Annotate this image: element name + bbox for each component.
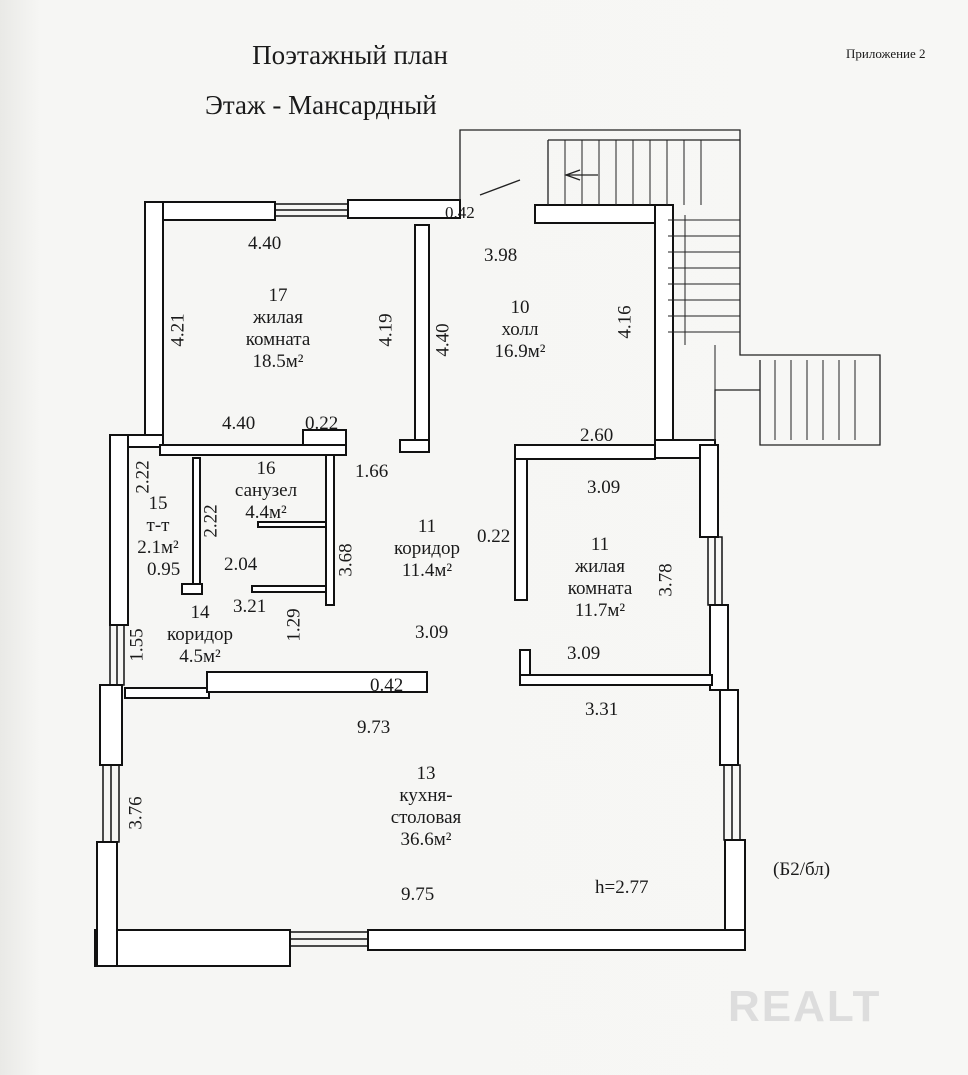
dimension-label: 9.73	[357, 717, 391, 738]
room-area: 16.9м²	[494, 341, 546, 362]
stair-steps	[564, 140, 856, 440]
room-name: кухня-	[399, 785, 453, 806]
room-area: 2.1м²	[137, 537, 179, 558]
room-num: 11	[417, 516, 437, 537]
dimension-label: 9.75	[401, 884, 435, 905]
dimension-label: 3.31	[585, 699, 619, 720]
dimension-label: 3.09	[567, 643, 601, 664]
dimension-label: 0.22	[477, 526, 511, 547]
windows	[102, 203, 741, 947]
room-name: холл	[501, 319, 539, 340]
room-name: жилая	[253, 307, 303, 328]
room-num: 16	[256, 458, 276, 479]
dimension-label: 4.21	[167, 313, 189, 347]
dimension-label: 0.42	[370, 675, 404, 696]
watermark: REALT	[728, 982, 882, 1031]
room-area: 4.5м²	[179, 646, 221, 667]
room-name: комната	[567, 578, 633, 599]
room-num: 13	[416, 763, 436, 784]
room-area: 18.5м²	[252, 351, 304, 372]
room-name: санузел	[234, 480, 298, 501]
dimension-label: 4.16	[614, 305, 636, 339]
dimension-label: 3.21	[233, 596, 267, 617]
dimension-label: 1.29	[283, 608, 305, 642]
room-num: 10	[510, 297, 530, 318]
dimension-label: 2.60	[580, 425, 614, 446]
dimension-label: 2.04	[224, 554, 258, 575]
room-num: 15	[148, 493, 168, 514]
dimension-label: 1.55	[126, 628, 148, 662]
appendix-label: Приложение 2	[846, 46, 926, 61]
dimension-label: 3.78	[655, 563, 677, 597]
dimension-label: 3.76	[125, 796, 147, 830]
dimension-label: 2.22	[132, 460, 154, 494]
dimension-label: 1.66	[355, 461, 389, 482]
dimension-label: 3.09	[587, 477, 621, 498]
walls	[94, 199, 746, 967]
staircase	[459, 129, 881, 446]
dimension-label: 3.09	[415, 622, 449, 643]
plan-title: Поэтажный план	[252, 40, 448, 70]
room-name: коридор	[393, 538, 461, 559]
dimension-label: 3.98	[484, 245, 518, 266]
dimension-label: 4.40	[222, 413, 256, 434]
room-num: 11	[590, 534, 610, 555]
room-name: столовая	[390, 807, 462, 828]
room-num: 17	[268, 285, 288, 306]
room-name: комната	[245, 329, 311, 350]
room-name: т-т	[146, 515, 170, 536]
room-area: 36.6м²	[400, 829, 452, 850]
dimension-label: 4.40	[248, 233, 282, 254]
dimension-label: 0.22	[305, 413, 339, 434]
dimension-label: 3.68	[335, 543, 357, 577]
room-name: жилая	[575, 556, 625, 577]
dimension-label: 2.22	[200, 504, 222, 538]
room-area: 11.4м²	[401, 560, 453, 581]
room-area: 11.7м²	[574, 600, 626, 621]
dimension-label: 4.19	[375, 313, 397, 347]
room-name: коридор	[166, 624, 234, 645]
room-area: 4.4м²	[245, 502, 287, 523]
dimension-label: 0.95	[147, 559, 181, 580]
dimension-label: 4.40	[432, 323, 454, 357]
room-num: 14	[190, 602, 210, 623]
floor-label: Этаж - Мансардный	[205, 90, 437, 120]
dimension-label: 0.42	[445, 203, 475, 222]
plan-code: (Б2/бл)	[773, 859, 831, 880]
ceiling-height: h=2.77	[595, 877, 649, 898]
